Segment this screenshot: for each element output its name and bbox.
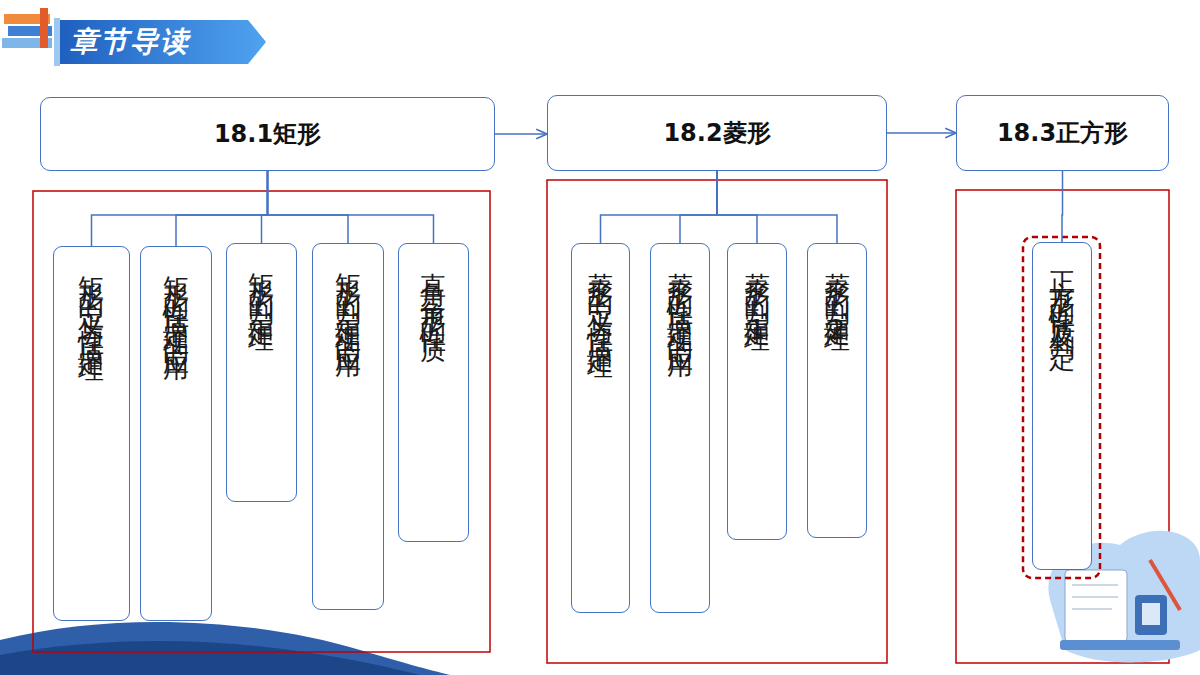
section-title: 18.1矩形 — [214, 118, 321, 150]
title-banner — [58, 20, 266, 64]
topic-box: 菱形的性质定理的应用 — [650, 243, 710, 613]
tree-connector — [262, 171, 268, 243]
tree-connector — [717, 171, 837, 243]
topic-box: 直角三角形的性质 — [398, 243, 469, 542]
tree-connector — [268, 171, 349, 243]
topic-box: 正方形的性质及判定 — [1032, 242, 1092, 570]
flow-arrow — [887, 132, 956, 134]
topic-box: 矩形的判定定理 — [226, 243, 297, 502]
topic-box: 菱形的判定定理1 — [727, 243, 787, 540]
corner-wave — [0, 622, 450, 675]
topic-label: 矩形的判定定理的应用 — [335, 252, 361, 342]
section-box: 18.2菱形 — [547, 95, 887, 171]
topic-label: 矩形的定义与性质定理 — [79, 255, 105, 345]
topic-label: 矩形的性质定理的应用 — [163, 255, 189, 345]
topic-box: 菱形的判定定理2 — [807, 243, 867, 538]
topic-label: 正方形的性质及判定 — [1049, 251, 1075, 332]
banner-edge — [54, 18, 60, 66]
corner-wave — [0, 641, 420, 675]
topic-box: 矩形的判定定理的应用 — [312, 243, 384, 610]
section-box: 18.3正方形 — [956, 95, 1169, 171]
highlight-frame — [1023, 237, 1100, 578]
flow-arrow — [495, 133, 547, 135]
section-box: 18.1矩形 — [40, 97, 495, 171]
tree-connector — [268, 171, 434, 243]
title-text: 章节导读 — [70, 22, 190, 62]
tree-connector — [680, 171, 717, 243]
topic-label: 矩形的判定定理 — [249, 252, 275, 315]
topic-label: 直角三角形的性质 — [421, 252, 447, 324]
topic-box: 菱形的定义与性质定理 — [571, 243, 630, 613]
topic-label: 菱形的判定定理1 — [744, 252, 770, 354]
tree-connector — [92, 171, 268, 246]
group-frame — [547, 180, 887, 663]
topic-box: 矩形的定义与性质定理 — [53, 246, 130, 621]
topic-label: 菱形的判定定理2 — [824, 252, 850, 354]
tree-connector — [176, 171, 268, 246]
topic-label: 菱形的性质定理的应用 — [667, 252, 693, 342]
section-title: 18.2菱形 — [663, 117, 770, 149]
tree-connector — [1061, 171, 1063, 242]
group-frame — [33, 191, 490, 652]
topic-label: 菱形的定义与性质定理 — [588, 252, 614, 342]
book-icon — [2, 8, 52, 48]
tree-connector — [601, 171, 718, 243]
topic-box: 矩形的性质定理的应用 — [140, 246, 212, 621]
tree-connector — [717, 171, 757, 243]
section-title: 18.3正方形 — [997, 117, 1128, 149]
